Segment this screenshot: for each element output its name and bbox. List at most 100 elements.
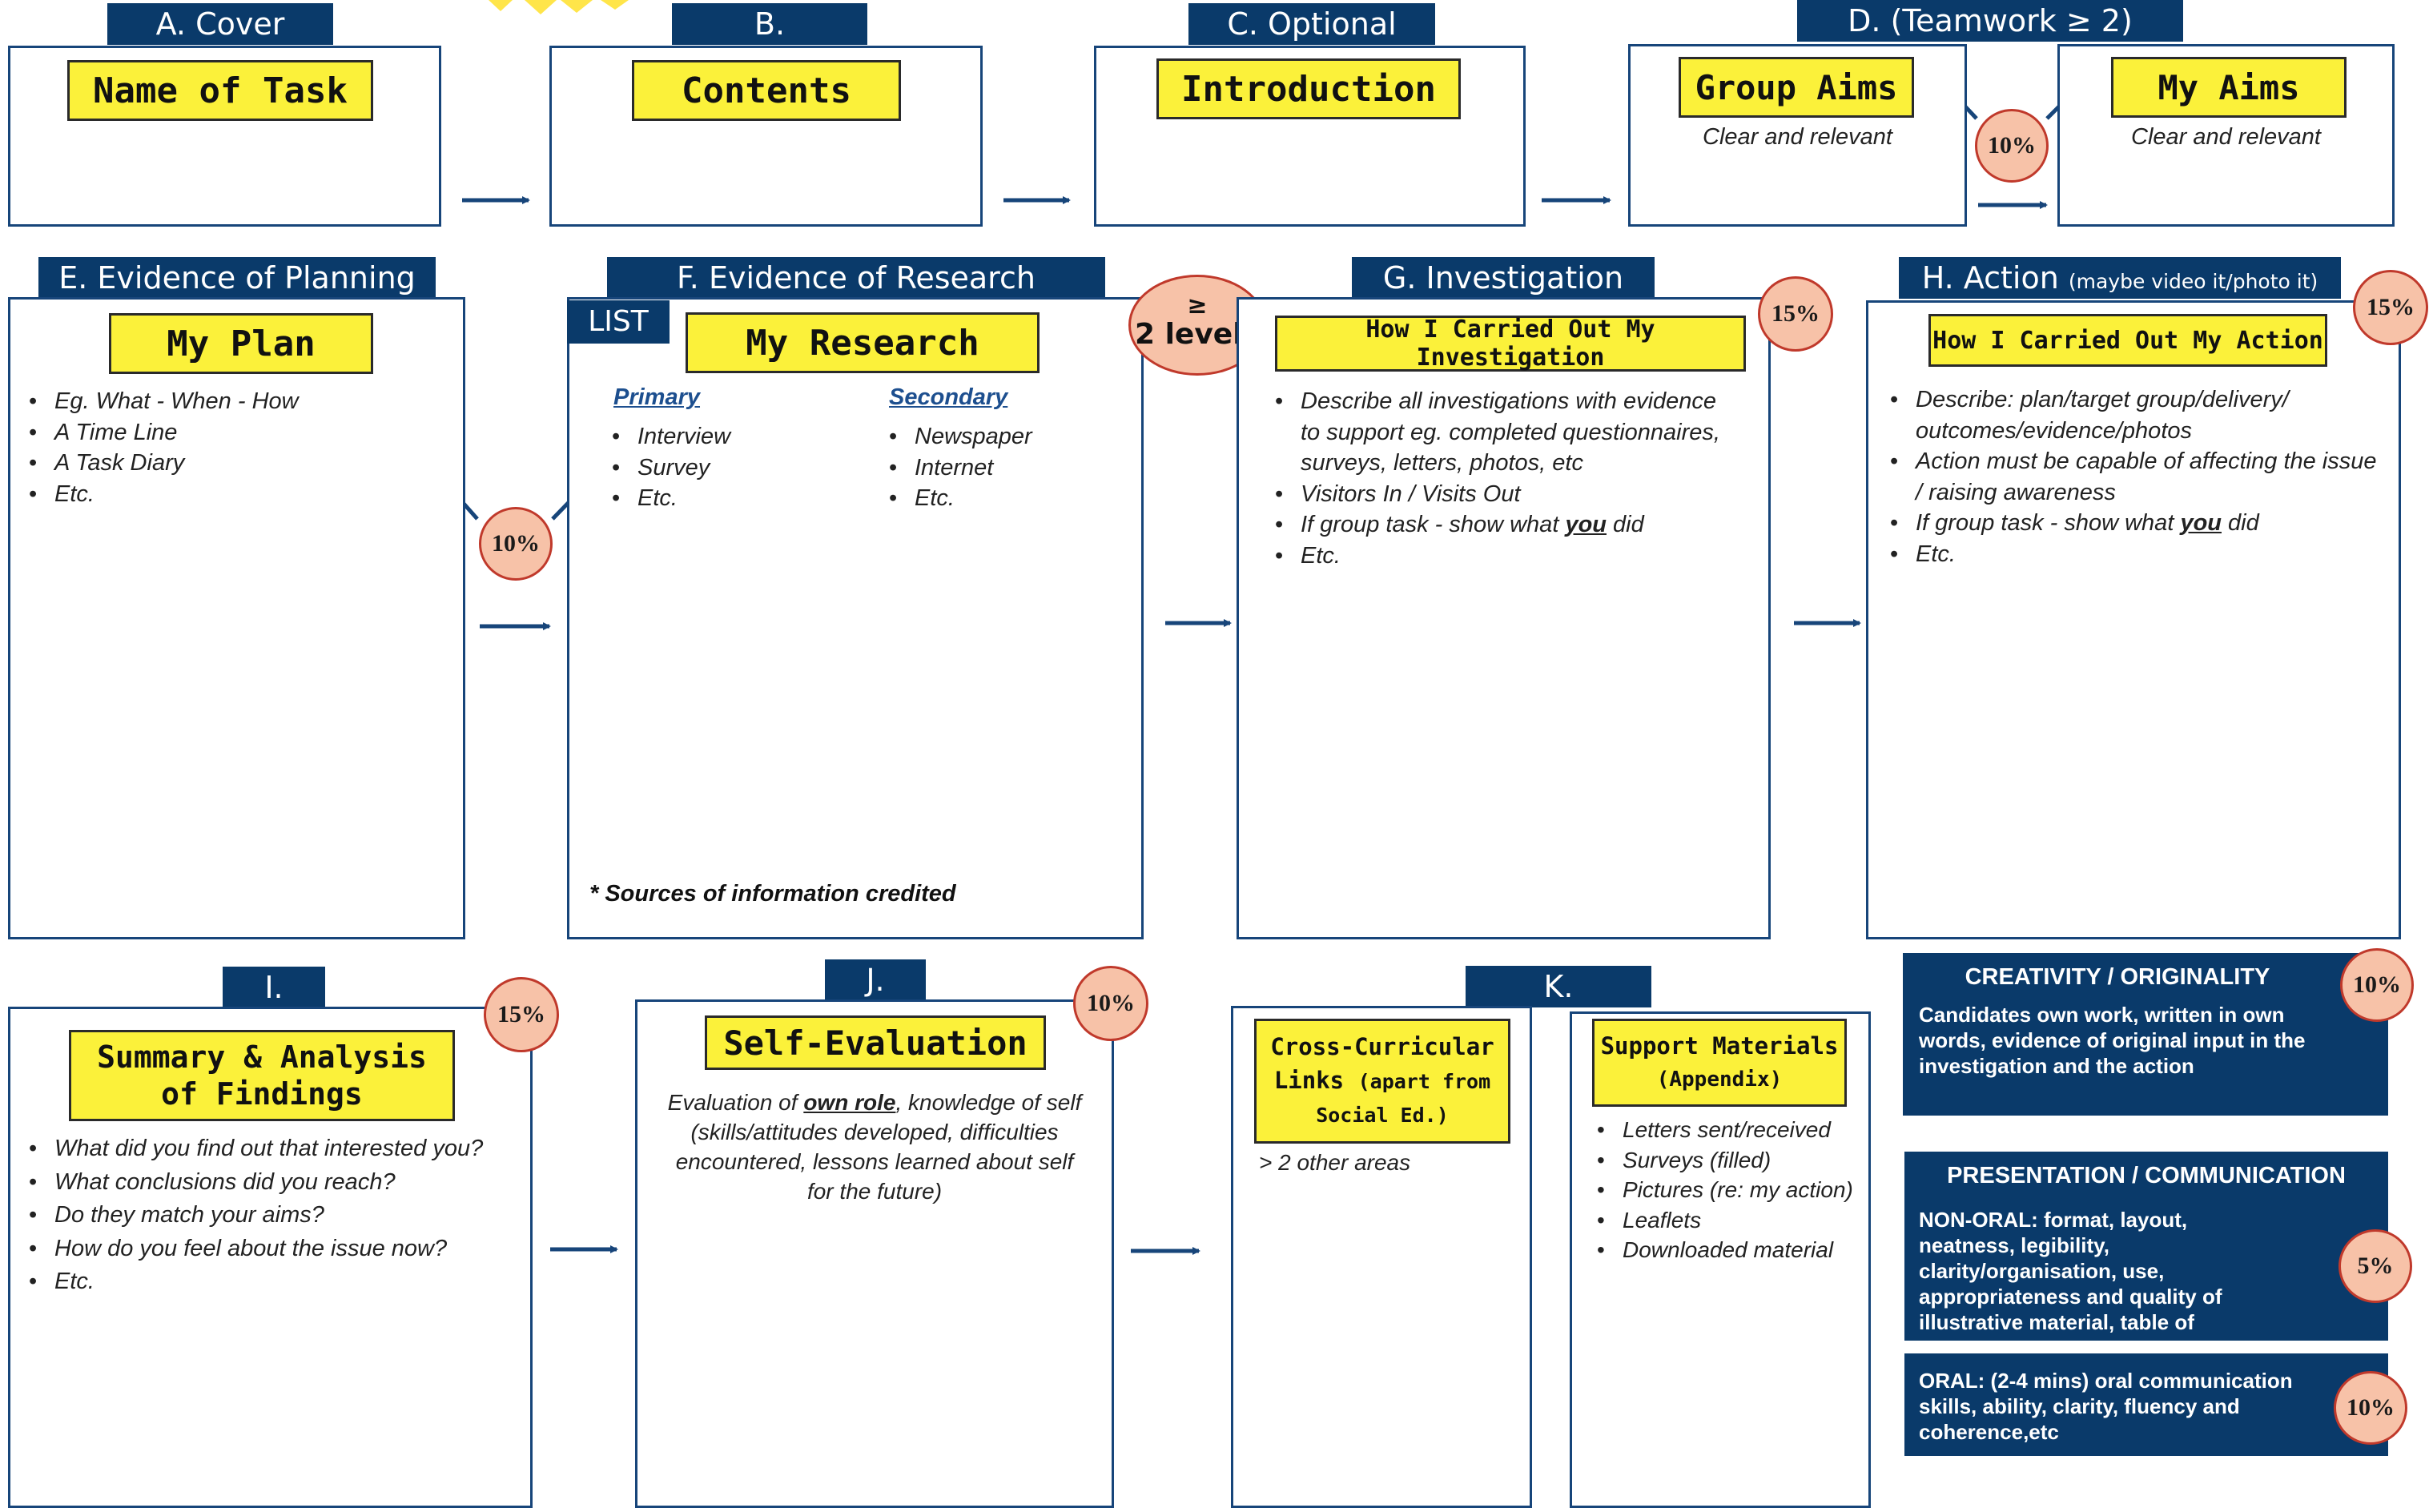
weight-badge-e: 10% [479,507,553,581]
summary-title-line2: of Findings [161,1076,363,1112]
list-item: Internet [889,452,1129,484]
section-e-header: E. Evidence of Planning [38,257,436,299]
self-evaluation-box: Self-Evaluation [705,1015,1046,1070]
list-item: Leaflets [1597,1205,1861,1236]
list-item: How do you feel about the issue now? [29,1233,517,1266]
list-item: Describe: plan/target group/delivery/ ou… [1890,384,2387,446]
list-item: A Task Diary [29,448,445,479]
weight-badge-j: 10% [1073,966,1148,1041]
list-item: Describe all investigations with evidenc… [1275,386,1739,479]
contents-box: Contents [632,60,901,121]
introduction-box: Introduction [1156,58,1461,119]
secondary-heading: Secondary [889,384,1008,410]
cross-curricular-note: > 2 other areas [1259,1150,1411,1175]
list-item: What conclusions did you reach? [29,1166,517,1200]
my-aims-box: My Aims [2111,57,2347,118]
oral-text: ORAL: (2-4 mins) oral communication skil… [1919,1369,2293,1444]
section-j-panel [635,999,1114,1508]
list-item: Survey [612,452,852,484]
plan-list: Eg. What - When - How A Time Line A Task… [29,386,445,509]
presentation-text: NON-ORAL: format, layout, neatness, legi… [1919,1208,2222,1360]
list-item: Letters sent/received [1597,1115,1861,1145]
you-emphasis: you [2180,510,2222,536]
list-item: Visitors In / Visits Out [1275,479,1739,510]
section-f-header: F. Evidence of Research [607,257,1105,299]
weight-badge-h: 15% [2353,270,2428,345]
weight-badge-g: 15% [1758,276,1833,352]
support-materials-box: Support Materials (Appendix) [1592,1019,1847,1107]
list-item: Pictures (re: my action) [1597,1175,1861,1205]
sun-decoration [481,0,633,16]
list-item: Newspaper [889,421,1129,452]
group-task-text-end: did [2222,510,2259,536]
sun-rays-icon [489,0,629,14]
cross-curricular-box: Cross-Curricular Links (apart from Socia… [1254,1019,1510,1144]
investigation-title-box: How I Carried Out My Investigation [1275,316,1746,372]
group-task-text: If group task - show what [1301,512,1566,537]
list-item: Do they match your aims? [29,1199,517,1233]
group-task-text: If group task - show what [1916,510,2181,536]
sm-line2: (Appendix) [1656,1068,1783,1092]
cc-links: Links [1273,1067,1345,1094]
presentation-title: PRESENTATION / COMMUNICATION [1947,1163,2346,1188]
list-item: Downloaded material [1597,1235,1861,1265]
cc-line1: Cross-Curricular [1270,1033,1494,1060]
my-research-box: My Research [686,312,1040,373]
presentation-panel: PRESENTATION / COMMUNICATION NON-ORAL: f… [1904,1152,2388,1360]
summary-title-box: Summary & Analysis of Findings [69,1030,455,1121]
list-item: Eg. What - When - How [29,386,445,417]
weight-badge-d: 10% [1975,109,2049,183]
weight-badge-presentation: 5% [2339,1229,2412,1303]
section-h-title: H. Action [1921,260,2059,296]
list-item: Etc. [1275,541,1739,572]
my-plan-box: My Plan [109,313,373,374]
action-list: Describe: plan/target group/delivery/ ou… [1890,384,2387,569]
list-item: If group task - show what you did [1275,509,1739,541]
list-item: Surveys (filled) [1597,1145,1861,1176]
list-item: Etc. [29,479,445,510]
summary-title-line1: Summary & Analysis [97,1040,427,1075]
levels-symbol: ≥ [1187,292,1208,320]
section-g-header: G. Investigation [1352,257,1655,299]
cc-line2: Links (apart from [1274,1064,1490,1099]
support-materials-list: Letters sent/received Surveys (filled) P… [1597,1115,1861,1265]
section-j-header: J. [825,959,926,1001]
section-c-header: C. Optional [1188,3,1435,45]
section-d-header: D. (Teamwork ≥ 2) [1797,0,2183,42]
list-item: Interview [612,421,852,452]
self-evaluation-text: Evaluation of own role, knowledge of sel… [665,1088,1084,1206]
group-aims-subtitle: Clear and relevant [1703,124,1892,150]
task-name-box: Name of Task [67,60,373,121]
primary-list: Interview Survey Etc. [612,421,852,514]
list-item: Etc. [1890,539,2387,570]
action-title-box: How I Carried Out My Action [1928,314,2327,367]
creativity-panel: CREATIVITY / ORIGINALITY Candidates own … [1903,953,2388,1116]
weight-badge-creativity: 10% [2340,948,2414,1022]
creativity-title: CREATIVITY / ORIGINALITY [1965,964,2270,990]
list-item: Etc. [612,483,852,514]
you-emphasis: you [1565,512,1607,537]
sources-footnote: * Sources of information credited [589,881,956,907]
own-role-emphasis: own role [803,1090,896,1115]
creativity-text: Candidates own work, written in own word… [1919,1003,2306,1078]
list-item: Action must be capable of affecting the … [1890,446,2387,508]
section-k-header: K. [1466,966,1651,1007]
section-i-header: I. [223,967,325,1008]
section-h-header: H. Action (maybe video it/photo it) [1899,257,2341,299]
section-f-panel [567,297,1144,939]
section-h-note: (maybe video it/photo it) [2068,270,2318,293]
my-aims-subtitle: Clear and relevant [2131,124,2321,150]
group-task-text-end: did [1607,512,1644,537]
list-item: If group task - show what you did [1890,508,2387,539]
weight-badge-i: 15% [484,977,559,1052]
sm-line1: Support Materials [1600,1032,1839,1060]
cc-line3: Social Ed.) [1316,1104,1449,1127]
list-item: What did you find out that interested yo… [29,1132,517,1166]
list-item: Etc. [29,1265,517,1299]
investigation-list: Describe all investigations with evidenc… [1275,386,1739,571]
list-item: Etc. [889,483,1129,514]
section-b-header: B. [672,3,867,45]
weight-badge-oral: 10% [2334,1371,2407,1445]
self-evaluation-text-start: Evaluation of [667,1090,804,1115]
summary-list: What did you find out that interested yo… [29,1132,517,1299]
